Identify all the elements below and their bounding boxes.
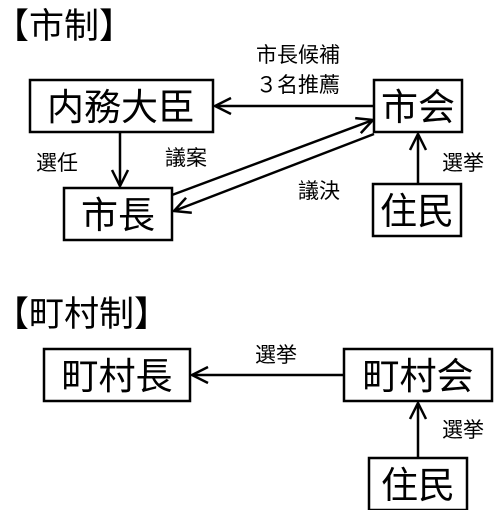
label-recommend-line2: ３名推薦	[256, 73, 340, 97]
node-chosonkai-label: 町村会	[363, 355, 474, 398]
node-chosoncho: 町村長	[42, 347, 192, 403]
node-shicho-label: 市長	[81, 194, 155, 237]
node-shikai: 市会	[372, 78, 464, 134]
node-naimu-daijin: 内務大臣	[28, 78, 215, 134]
heading-shisei: 【市制】	[0, 7, 134, 47]
node-naimu-daijin-label: 内務大臣	[47, 86, 195, 129]
node-jumin-shisei-label: 住民	[380, 190, 454, 233]
label-resolution: 議決	[298, 179, 340, 203]
label-proposal: 議案	[165, 146, 207, 170]
label-election-shisei: 選挙	[442, 151, 484, 175]
label-appoint: 選任	[36, 151, 78, 175]
label-election-council: 選挙	[442, 418, 484, 442]
section-chosonsei: 【町村制】 町村長 町村会 住民 選挙 選挙	[0, 295, 494, 510]
section-shisei: 【市制】 内務大臣 市会 市長 住民 市長候補 ３名推薦 選任 議案 議決 選挙	[0, 7, 484, 242]
heading-chosonsei: 【町村制】	[0, 295, 169, 335]
node-shikai-label: 市会	[381, 86, 455, 129]
label-election-head: 選挙	[255, 343, 297, 367]
node-chosoncho-label: 町村長	[62, 355, 173, 398]
label-recommend-line1: 市長候補	[256, 43, 340, 67]
node-jumin-chosonsei: 住民	[367, 456, 469, 510]
node-jumin-chosonsei-label: 住民	[381, 464, 455, 507]
arrow-proposal	[171, 120, 373, 197]
arrow-resolution	[174, 132, 375, 211]
node-shicho: 市長	[62, 186, 174, 242]
node-chosonkai: 町村会	[342, 347, 494, 403]
node-jumin-shisei: 住民	[371, 182, 463, 238]
